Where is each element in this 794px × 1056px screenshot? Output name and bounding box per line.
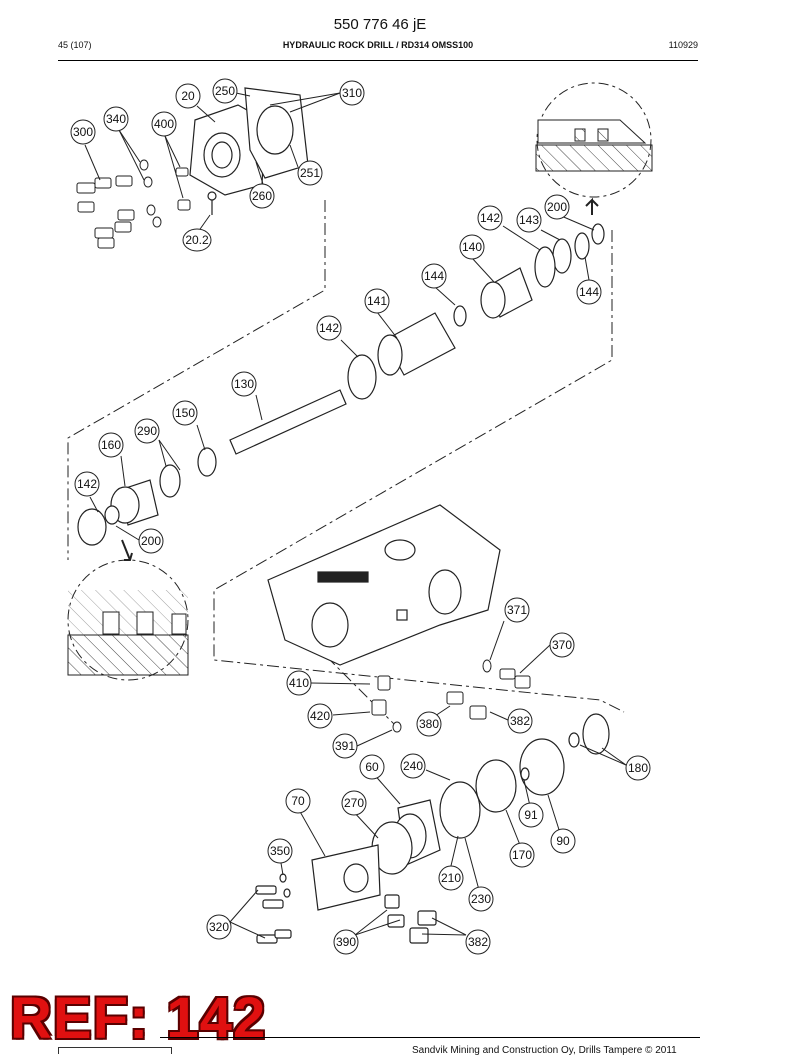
- callout-label: 210: [441, 871, 461, 885]
- callout-label: 144: [579, 285, 599, 299]
- callout-label: 382: [510, 714, 530, 728]
- callout-label: 320: [209, 920, 229, 934]
- callout-label: 180: [628, 761, 648, 775]
- footer-logo: [58, 1047, 172, 1054]
- callout-label: 390: [336, 935, 356, 949]
- callout-label: 300: [73, 125, 93, 139]
- valve-and-seals: [77, 223, 605, 546]
- bolts-and-washers: [76, 159, 191, 249]
- detail-view-seal-top: [535, 82, 653, 215]
- callout-label: 144: [424, 269, 444, 283]
- callout-label: 340: [106, 112, 126, 126]
- document-date: 110929: [668, 40, 698, 50]
- callout-label: 420: [310, 709, 330, 723]
- callout-label: 260: [252, 189, 272, 203]
- callout-label: 141: [367, 294, 387, 308]
- callout-label: 382: [468, 935, 488, 949]
- front-cover-group: [189, 87, 309, 215]
- callout-label: 290: [137, 424, 157, 438]
- callout-label: 371: [507, 603, 527, 617]
- callout-label: 140: [462, 240, 482, 254]
- lower-fittings: [371, 659, 531, 733]
- callout-label: 391: [335, 739, 355, 753]
- callout-label: 270: [344, 796, 364, 810]
- callout-label: 20.2: [185, 233, 209, 247]
- callout-label: 91: [524, 808, 538, 822]
- callout-label: 20: [181, 89, 195, 103]
- callout-label: 142: [77, 477, 97, 491]
- callout-label: 251: [300, 166, 320, 180]
- callout-label: 160: [101, 438, 121, 452]
- callout-label: 143: [519, 213, 539, 227]
- page-header: 45 (107) HYDRAULIC ROCK DRILL / RD314 OM…: [58, 40, 698, 56]
- document-number: 550 776 46 jE: [333, 16, 427, 33]
- footer-rule: [160, 1037, 700, 1038]
- callout-label: 200: [141, 534, 161, 548]
- reference-stamp: REF: 142: [10, 986, 267, 1051]
- callout-label: 230: [471, 892, 491, 906]
- callout-bubbles: [70, 78, 651, 955]
- callout-label: 400: [154, 117, 174, 131]
- callout-label: 90: [556, 834, 570, 848]
- header-rule: [58, 60, 698, 61]
- callout-label: 200: [547, 200, 567, 214]
- callout-numbers: 20 250 310 340 400 300 251 260 20.2 200 …: [73, 84, 648, 949]
- gear-motor-group: [255, 713, 610, 944]
- footer-copyright: Sandvik Mining and Construction Oy, Dril…: [412, 1045, 677, 1056]
- callout-label: 240: [403, 759, 423, 773]
- callout-label: 70: [291, 794, 305, 808]
- detail-view-seal-bottom: [67, 539, 189, 681]
- callout-label: 350: [270, 844, 290, 858]
- main-housing: [267, 504, 501, 666]
- callout-label: 142: [319, 321, 339, 335]
- callout-label: 310: [342, 86, 362, 100]
- assembly-dash-lines: [67, 200, 625, 731]
- callout-label: 410: [289, 676, 309, 690]
- callout-label: 142: [480, 211, 500, 225]
- callout-label: 60: [365, 760, 379, 774]
- callout-label: 170: [512, 848, 532, 862]
- callout-label: 130: [234, 377, 254, 391]
- callout-label: 250: [215, 84, 235, 98]
- document-title: HYDRAULIC ROCK DRILL / RD314 OMSS100: [282, 40, 474, 50]
- callout-label: 150: [175, 406, 195, 420]
- callout-label: 380: [419, 717, 439, 731]
- callout-label: 370: [552, 638, 572, 652]
- page-reference: 45 (107): [58, 40, 92, 50]
